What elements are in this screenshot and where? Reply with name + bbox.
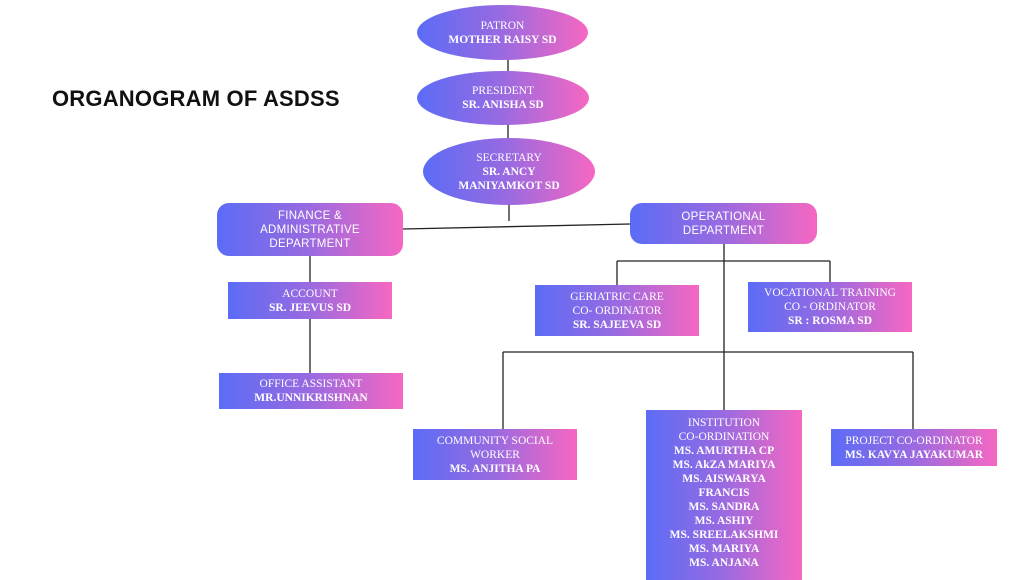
page-title: ORGANOGRAM OF ASDSS	[52, 86, 340, 111]
node-person-name: MANIYAMKOT SD	[458, 179, 560, 192]
node-label: COMMUNITY SOCIAL	[436, 434, 554, 447]
node-label: OFFICE ASSISTANT	[259, 378, 363, 390]
node-label: GERIATRIC CARE	[570, 290, 664, 303]
node-label: CO- ORDINATOR	[572, 304, 662, 317]
node-person-name: SR. ANCY	[482, 165, 536, 178]
node-label: ACCOUNT	[282, 287, 338, 300]
node-person-name: MS. SANDRA	[688, 501, 760, 513]
node-person-name: MS. AISWARYA	[682, 473, 766, 485]
node-president: PRESIDENT SR. ANISHA SD	[417, 71, 589, 125]
node-office-assistant: OFFICE ASSISTANT MR.UNNIKRISHNAN	[219, 373, 403, 409]
node-person-name: MS. SREELAKSHMI	[669, 529, 779, 541]
node-vocational-training: VOCATIONAL TRAINING CO - ORDINATOR SR : RO…	[748, 282, 912, 332]
node-label: CO - ORDINATOR	[784, 301, 876, 313]
node-person-name: MS. ANJANA	[689, 557, 759, 569]
node-label: DEPARTMENT	[269, 237, 351, 250]
node-institution-coordination: INSTITUTION CO-ORDINATION MS. AMURTHA CP MS…	[646, 410, 802, 580]
node-person-name: MS. AkZA MARIYA	[672, 459, 776, 471]
node-label: FINANCE &	[277, 209, 343, 222]
node-person-name: SR : ROSMA SD	[787, 315, 873, 327]
node-person-name: MS. MARIYA	[688, 543, 760, 555]
node-label: OPERATIONAL	[681, 210, 766, 223]
node-label: CO-ORDINATION	[678, 431, 770, 443]
node-person-name: MOTHER RAISY SD	[448, 33, 557, 46]
node-person-name: FRANCIS	[698, 487, 750, 499]
node-label: PRESIDENT	[472, 85, 534, 97]
node-person-name: SR. ANISHA SD	[462, 99, 544, 111]
node-person-name: SR. JEEVUS SD	[268, 301, 352, 314]
connector-finance-operational	[402, 223, 631, 230]
node-person-name: MS. AMURTHA CP	[673, 445, 775, 457]
node-label: VOCATIONAL TRAINING	[764, 287, 896, 299]
node-person-name: MS. KAVYA JAYAKUMAR	[844, 448, 984, 461]
node-label: PROJECT CO-ORDINATOR	[845, 434, 983, 447]
node-person-name: MS. ASHIY	[694, 515, 754, 527]
node-person-name: MS. ANJITHA PA	[449, 462, 541, 475]
node-label: SECRETARY	[476, 151, 542, 164]
node-label: INSTITUTION	[687, 417, 761, 429]
node-label: PATRON	[480, 19, 525, 32]
node-label: DEPARTMENT	[682, 224, 765, 237]
node-label: ADMINISTRATIVE	[260, 223, 360, 236]
node-person-name: SR. SAJEEVA SD	[572, 318, 662, 331]
node-label: WORKER	[470, 448, 520, 461]
node-person-name: MR.UNNIKRISHNAN	[254, 392, 368, 404]
